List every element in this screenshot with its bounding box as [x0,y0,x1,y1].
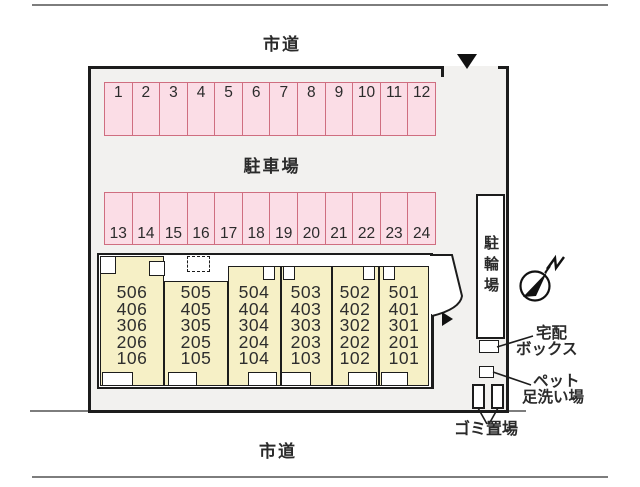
parking-space: 21 [324,193,353,244]
pet-wash-label-line1: ペット [533,373,580,390]
parking-space: 19 [269,193,297,244]
delivery-box-label-line1: 宅配 [536,325,568,342]
room-number: 404 [238,298,270,319]
room-number: 506 [116,282,148,302]
site-entrance-gap-edge [441,66,444,77]
building-notch [381,372,408,386]
parking-space: 17 [214,193,242,244]
north-compass-icon [519,254,565,302]
building-slanted-wall [430,254,464,317]
parking-space: 10 [352,83,380,135]
parking-space: 15 [159,193,187,244]
building-entrance-arrow-icon [442,312,453,326]
room-number: 303 [290,315,322,336]
bicycle-parking-label: 駐輪場 [482,235,499,298]
parking-space: 11 [379,83,408,135]
bottom-road-line-right [508,410,526,412]
parking-space: 16 [186,193,215,244]
room-number: 301 [388,315,420,336]
annotation-leader-lines [477,335,534,425]
room-number: 201 [388,331,420,352]
room-number: 205 [180,331,212,352]
pet-wash-label-line2: 足洗い場 [522,389,585,406]
parking-space: 8 [297,83,325,135]
parking-space: 14 [131,193,160,244]
building-notch [283,266,295,280]
room-number: 306 [116,315,148,336]
parking-space: 3 [159,83,187,135]
garbage-area-label: ゴミ置場 [454,421,519,438]
parking-area-label: 駐車場 [243,157,301,176]
room-number: 504 [238,282,270,302]
parking-space: 12 [407,83,435,135]
top-road-line [32,4,608,6]
parking-space: 1 [113,84,123,101]
room-number: 101 [388,348,420,369]
room-number: 503 [290,282,322,302]
room-number: 302 [339,315,371,336]
site-entrance-marker-icon [457,54,477,69]
building-notch [102,372,133,386]
room-number: 501 [388,282,420,302]
room-number: 104 [238,348,270,369]
room-number: 105 [180,348,212,369]
bicycle-parking-area: 駐輪場 [476,194,505,339]
parking-space: 6 [241,83,270,135]
delivery-box-label-line2: ボックス [516,341,578,358]
room-number: 202 [339,331,371,352]
parking-space: 22 [352,193,380,244]
bottom-road-line-left [30,410,89,412]
parking-space: 4 [186,83,215,135]
parking-space: 20 [297,193,325,244]
building-notch [100,256,116,274]
parking-space: 9 [324,83,353,135]
room-number: 102 [339,348,371,369]
room-number: 405 [180,298,212,319]
building-notch [168,372,197,386]
building-notch [348,372,377,386]
room-number: 204 [238,331,270,352]
room-number: 203 [290,331,322,352]
room-number: 403 [290,298,322,319]
room-number: 401 [388,298,420,319]
room-number: 304 [238,315,270,336]
parking-space: 13 [109,225,127,242]
building-notch [248,372,277,386]
parking-space: 7 [269,83,297,135]
room-number: 305 [180,315,212,336]
bottom-road-label: 市道 [259,442,297,461]
room-number: 406 [116,298,148,319]
building-notch [383,266,395,280]
bottom-boundary-line [32,476,608,478]
building-unit-block [379,266,429,386]
room-number: 206 [116,331,148,352]
entrance-dashed-marker [187,256,210,272]
parking-space: 5 [214,83,242,135]
top-road-label: 市道 [263,35,301,54]
parking-space: 2 [131,83,160,135]
parking-space: 18 [241,193,270,244]
building-notch [263,266,275,280]
room-number: 502 [339,282,371,302]
parking-space: 24 [407,193,435,244]
building-notch [281,372,311,386]
room-number: 106 [116,348,148,369]
building-notch [149,261,165,276]
building-notch [363,266,375,280]
parking-space: 23 [379,193,408,244]
room-number: 505 [180,282,212,302]
room-number: 402 [339,298,371,319]
building-unit-block [100,256,164,386]
room-number: 103 [290,348,322,369]
building-right-wall [431,314,434,389]
